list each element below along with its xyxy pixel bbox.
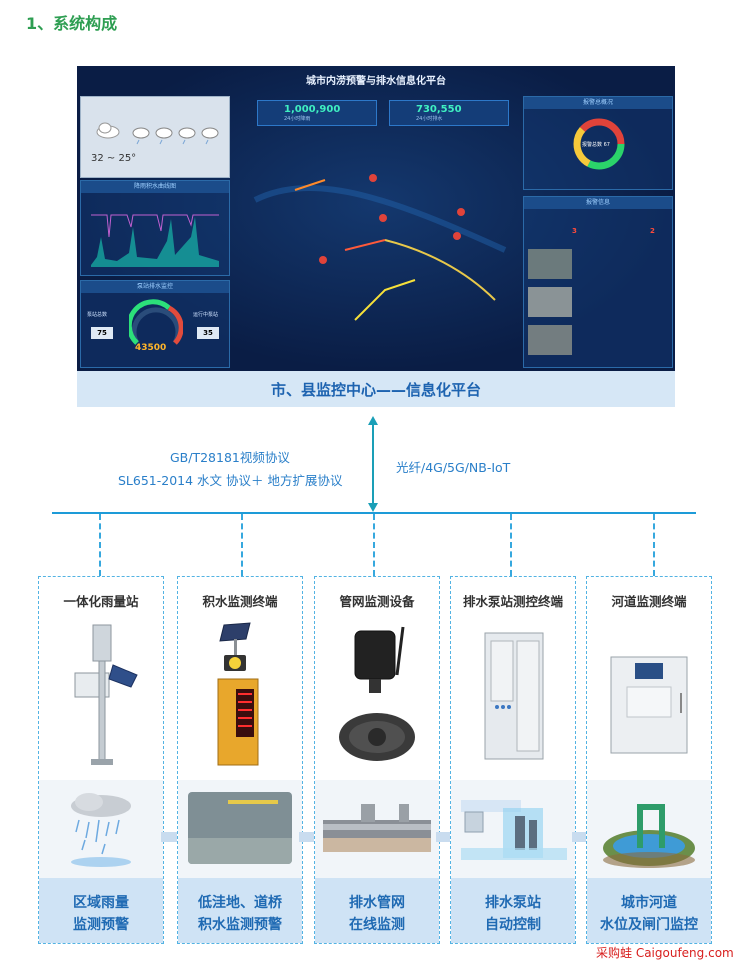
connector [161, 832, 177, 842]
forecast-icons [132, 127, 219, 145]
rain-chart-panel: 降雨积水曲线图 [80, 180, 230, 276]
pipe-monitor-device-icon [339, 626, 415, 761]
device-column-waterlogging: 积水监测终端 低洼地、道桥 积水监测预警 [177, 576, 303, 944]
panel-title: 泵站排水监控 [81, 281, 229, 293]
kpi-drain: 730,550 24小时排水 [389, 100, 509, 126]
function-line: 积水监测预警 [198, 917, 282, 933]
device-title: 排水泵站测控终端 [462, 594, 563, 609]
protocol-network: 光纤/4G/5G/NB-IoT [396, 460, 511, 475]
panel-title: 降雨积水曲线图 [81, 181, 229, 193]
alarm-photo [528, 287, 572, 317]
pipeline-icon [323, 804, 431, 852]
dashboard-title: 城市内涝预警与排水信息化平台 [306, 76, 446, 87]
scene-panel [451, 780, 575, 878]
device-title: 一体化雨量站 [63, 594, 139, 609]
kpi-label: 24小时排水 [416, 116, 443, 122]
alarm-photo [528, 249, 572, 279]
function-line: 排水泵站 [485, 895, 541, 911]
panel-title: 报警总概况 [524, 97, 672, 109]
function-label: 低洼地、道桥 积水监测预警 [178, 878, 302, 943]
alarm-info-panel: 报警信息 3 2 [523, 196, 673, 368]
platform-label: 市、县监控中心——信息化平台 [270, 381, 481, 399]
kpi-label: 24小时降雨 [284, 116, 311, 122]
cloud-icon [96, 122, 120, 139]
bus-drop [653, 514, 655, 576]
temperature: 32 ~ 25° [91, 153, 137, 164]
pump-total-value: 75 [91, 327, 113, 339]
function-label: 区域雨量 监测预警 [39, 878, 163, 943]
device-column-pipe-network: 管网监测设备 排水管网 在线监测 [314, 576, 440, 944]
bus-drop [373, 514, 375, 576]
function-label: 排水泵站 自动控制 [451, 878, 575, 943]
pump-running-label: 运行中泵站 [193, 312, 219, 318]
gauge-value: 43500 [135, 343, 167, 353]
rain-cloud-icon [71, 793, 131, 867]
flooded-underpass-photo [188, 792, 292, 864]
weather-panel: 32 ~ 25° [80, 96, 230, 178]
pump-running-value: 35 [197, 327, 219, 339]
function-line: 城市河道 [621, 895, 677, 911]
panel-title: 报警信息 [524, 197, 672, 209]
kpi-rain: 1,000,900 24小时降雨 [257, 100, 377, 126]
function-label: 城市河道 水位及闸门监控 [587, 878, 711, 943]
waterlogging-terminal-icon [217, 622, 259, 766]
rain-chart [91, 214, 219, 267]
bus-drop [510, 514, 512, 576]
bidirectional-arrow-icon [368, 416, 378, 512]
pump-total-label: 泵站总数 [87, 312, 108, 318]
pump-gauge [129, 299, 183, 345]
function-line: 水位及闸门监控 [600, 917, 698, 933]
function-line: 低洼地、道桥 [198, 895, 282, 911]
river-terminal-cabinet-icon [610, 656, 688, 754]
device-column-pump-station: 排水泵站测控终端 排水泵站 自动控制 [450, 576, 576, 944]
protocol-hydro: SL651-2014 水文 协议＋ 地方扩展协议 [118, 473, 343, 488]
alarm-count: 3 [572, 227, 577, 235]
function-line: 区域雨量 [73, 895, 129, 911]
device-column-rain-gauge: 一体化雨量站 区域雨量 监测预警 [38, 576, 164, 944]
river-gate-icon [603, 804, 695, 868]
scene-panel [587, 780, 711, 878]
function-line: 排水管网 [349, 895, 405, 911]
scene-panel [178, 780, 302, 878]
kpi-value: 1,000,900 [284, 104, 341, 115]
alarm-count: 2 [650, 227, 655, 235]
function-line: 在线监测 [349, 917, 405, 933]
rain-gauge-device-icon [74, 624, 138, 765]
device-column-river: 河道监测终端 城市河道 水位及闸门监控 [586, 576, 712, 944]
control-cabinet-icon [484, 632, 544, 760]
function-label: 排水管网 在线监测 [315, 878, 439, 943]
device-title: 管网监测设备 [339, 594, 415, 609]
kpi-value: 730,550 [416, 104, 462, 115]
bus-drop [241, 514, 243, 576]
communication-bus [52, 512, 696, 514]
pump-panel: 泵站排水监控 泵站总数 75 43500 运行中泵站 35 [80, 280, 230, 368]
alarm-photo [528, 325, 572, 355]
section-heading: 1、系统构成 [26, 14, 118, 33]
city-map [253, 174, 507, 321]
scene-panel [39, 780, 163, 878]
connector [572, 832, 588, 842]
platform-footer [77, 371, 675, 407]
device-title: 河道监测终端 [611, 594, 687, 609]
scene-panel [315, 780, 439, 878]
function-line: 自动控制 [485, 917, 541, 933]
dashboard-screenshot: 城市内涝预警与排水信息化平台 32 ~ 25° 降雨积水曲线图 泵站排水监控 泵… [77, 66, 675, 371]
protocol-video: GB/T28181视频协议 [170, 450, 290, 465]
bus-drop [99, 514, 101, 576]
connector [436, 832, 452, 842]
donut-center: 报警总数 67 [582, 142, 610, 148]
alarm-overview-panel: 报警总概况 报警总数 67 [523, 96, 673, 190]
function-line: 监测预警 [73, 917, 129, 933]
alarm-donut [573, 118, 625, 170]
watermark: 采购蛙 Caigoufeng.com [596, 946, 734, 960]
device-title: 积水监测终端 [202, 594, 278, 609]
connector [299, 832, 315, 842]
pump-station-icon [461, 800, 567, 860]
